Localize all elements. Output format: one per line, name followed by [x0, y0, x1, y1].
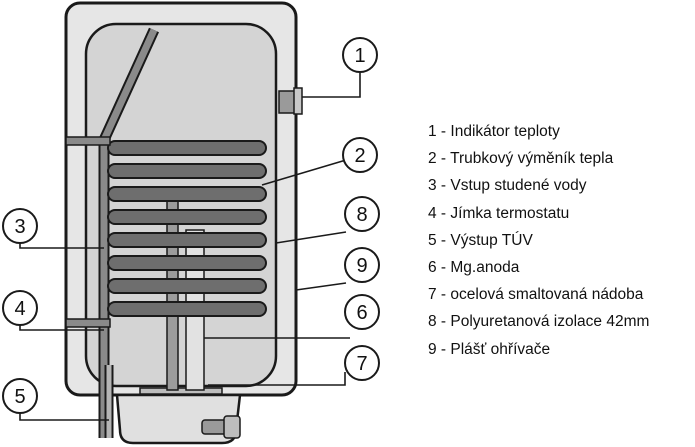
- callout-1: 1: [342, 37, 378, 73]
- legend-list: 1 - Indikátor teploty 2 - Trubkový výměn…: [428, 118, 649, 363]
- coil-connection-top: [65, 136, 111, 146]
- svg-text:3: 3: [14, 216, 25, 238]
- legend-item-9: 9 - Plášť ohřívače: [428, 340, 551, 358]
- legend-item-5: 5 - Výstup TÚV: [428, 231, 533, 249]
- callout-3: 3: [2, 208, 38, 244]
- callout-9: 9: [344, 247, 380, 283]
- legend-item-7: 7 - ocelová smaltovaná nádoba: [428, 286, 644, 304]
- callout-2: 2: [342, 137, 378, 173]
- callout-7: 7: [344, 345, 380, 381]
- svg-text:2: 2: [354, 145, 365, 167]
- legend-item-3: 3 - Vstup studené vody: [428, 177, 587, 195]
- svg-text:8: 8: [356, 204, 367, 226]
- bottom-fitting: [201, 415, 241, 439]
- svg-text:1: 1: [354, 45, 365, 67]
- heat-exchanger-coil: [107, 140, 267, 317]
- svg-text:7: 7: [356, 353, 367, 375]
- legend-item-2: 2 - Trubkový výměník tepla: [428, 150, 614, 168]
- leader-lines: [19, 73, 361, 421]
- legend-item-6: 6 - Mg.anoda: [428, 258, 520, 276]
- svg-text:4: 4: [14, 298, 25, 320]
- callout-8: 8: [344, 196, 380, 232]
- inner-tank: [84, 22, 278, 388]
- legend-item-8: 8 - Polyuretanová izolace 42mm: [428, 313, 650, 331]
- sensor-tube: [166, 199, 179, 391]
- svg-text:9: 9: [356, 255, 367, 277]
- callout-5: 5: [2, 378, 38, 414]
- legend-item-4: 4 - Jímka termostatu: [428, 204, 570, 222]
- callout-4: 4: [2, 290, 38, 326]
- svg-text:5: 5: [14, 386, 25, 408]
- temperature-indicator: [278, 87, 303, 115]
- coil-connection-bottom: [65, 318, 111, 328]
- callout-6: 6: [344, 294, 380, 330]
- bottom-flange: [115, 393, 242, 445]
- svg-text:6: 6: [356, 302, 367, 324]
- legend-item-1: 1 - Indikátor teploty: [428, 123, 560, 140]
- bottom-plate: [139, 387, 223, 395]
